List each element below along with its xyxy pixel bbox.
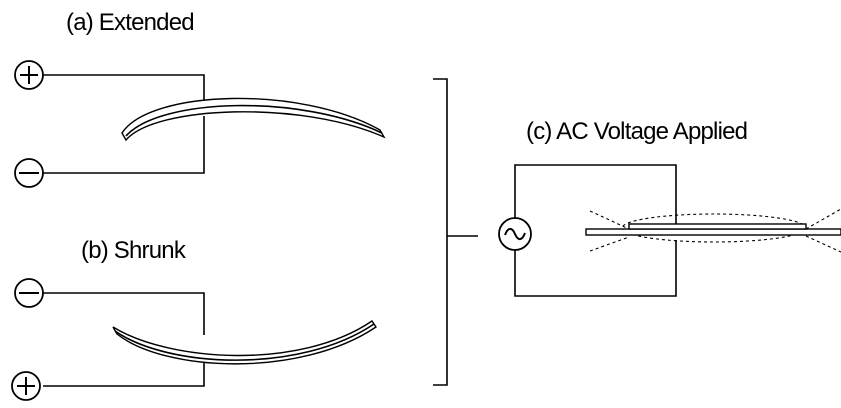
minus-terminal-shrunk — [14, 278, 44, 308]
sine-wave-icon — [504, 227, 526, 241]
minus-terminal-extended — [14, 158, 44, 188]
plus-terminal-shrunk — [11, 371, 41, 401]
wire-bottom-shrunk — [43, 355, 205, 387]
label-ac-applied: (c) AC Voltage Applied — [526, 118, 747, 145]
ac-source — [498, 217, 532, 251]
panel-ac-applied: (c) AC Voltage Applied — [498, 118, 841, 297]
bimorph-plate-ac — [585, 228, 841, 236]
wire-top-shrunk — [43, 292, 205, 335]
bimorph-shrunk — [112, 320, 377, 365]
bimorph-top-layer-ac — [628, 223, 807, 230]
vibration-line — [589, 236, 630, 252]
vibration-line — [589, 210, 630, 230]
bracket — [433, 78, 478, 386]
panel-shrunk: (b) Shrunk — [11, 237, 377, 401]
vibration-line — [805, 208, 841, 230]
ac-circuit-loop — [514, 164, 677, 297]
vibration-line — [805, 235, 841, 253]
label-extended: (a) Extended — [66, 9, 194, 36]
bimorph-extended — [121, 97, 386, 142]
wire-bottom-extended — [43, 116, 205, 174]
plus-terminal-extended — [14, 60, 44, 90]
bimorph-extended-midline — [125, 104, 383, 137]
panel-extended: (a) Extended — [14, 9, 386, 188]
label-shrunk: (b) Shrunk — [81, 237, 187, 264]
bimorph-shrunk-midline — [114, 323, 375, 361]
wire-top-extended — [43, 74, 205, 103]
